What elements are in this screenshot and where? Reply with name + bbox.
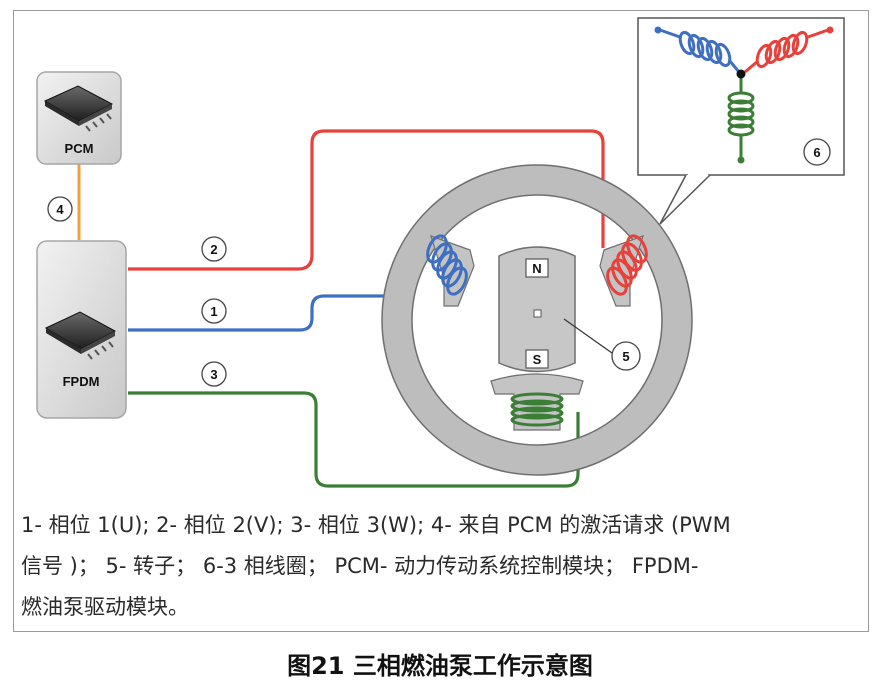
- pcm-label: PCM: [65, 141, 94, 156]
- callout-coil-set: 6: [803, 138, 831, 166]
- coil-phase-u: [426, 234, 468, 296]
- neutral-junction: [736, 69, 746, 79]
- callout-phase-v: 2: [201, 236, 227, 262]
- svg-text:3: 3: [210, 367, 217, 382]
- rotor-leader-line: [563, 318, 613, 354]
- coil-phase-v: [606, 234, 648, 296]
- fpdm-label: FPDM: [63, 374, 100, 389]
- wire-phase-v: [128, 129, 605, 271]
- svg-text:1: 1: [210, 304, 217, 319]
- legend-line-2: 信号 )； 5- 转子； 6-3 相线圈； PCM- 动力传动系统控制模块； F…: [21, 554, 699, 578]
- pcm-module: PCM: [36, 71, 122, 165]
- rotor-pole-north-box: [525, 258, 549, 278]
- figure-caption: 图21 三相燃油泵工作示意图: [287, 652, 593, 680]
- rotor-pole-south: S: [533, 352, 542, 367]
- callout-activation: 4: [47, 196, 73, 222]
- pcm-chip-icon: [43, 85, 114, 132]
- rotor: N S: [498, 246, 613, 373]
- svg-text:6: 6: [813, 145, 820, 160]
- callout-rotor: 5: [611, 341, 641, 371]
- legend-line-3: 燃油泵驱动模块。: [21, 595, 189, 619]
- fpdm-chip-icon: [44, 311, 117, 360]
- coil-phase-w: [510, 392, 564, 427]
- legend-line-1: 1- 相位 1(U); 2- 相位 2(V); 3- 相位 3(W); 4- 来…: [21, 513, 731, 537]
- wire-phase-w: [128, 391, 580, 488]
- rotor-pole-north: N: [532, 261, 541, 276]
- inset-pointer: [659, 174, 711, 225]
- stator-ring: [382, 165, 692, 475]
- callout-phase-w: 3: [201, 361, 227, 387]
- callout-phase-u: 1: [201, 298, 227, 324]
- legend: 1- 相位 1(U); 2- 相位 2(V); 3- 相位 3(W); 4- 来…: [21, 505, 859, 628]
- svg-text:2: 2: [210, 242, 217, 257]
- rotor-shaft: [533, 309, 542, 318]
- fpdm-module: FPDM: [36, 240, 127, 419]
- svg-text:5: 5: [622, 349, 629, 364]
- svg-text:4: 4: [56, 202, 64, 217]
- wire-phase-u: [128, 269, 420, 332]
- coil-detail-inset: [637, 17, 845, 225]
- rotor-pole-south-box: [525, 349, 549, 369]
